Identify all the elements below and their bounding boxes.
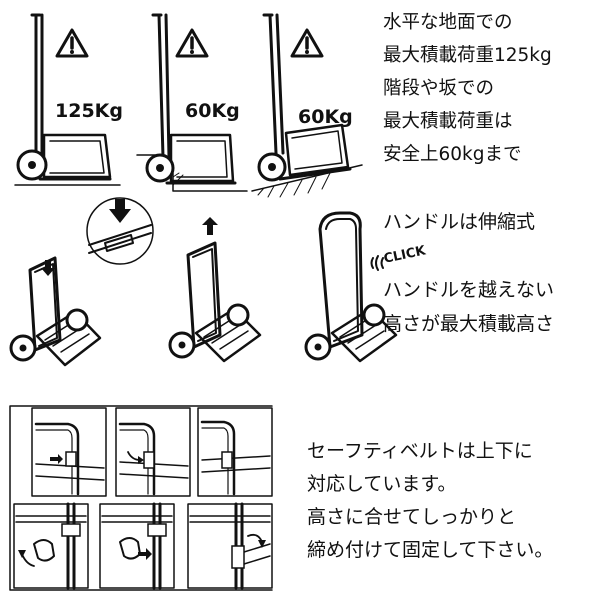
belt-step-2 — [115, 407, 191, 497]
load-label-slope: 60Kg — [298, 106, 353, 128]
handle-button-detail-figure — [75, 195, 165, 265]
cart-stairs-figure — [135, 5, 250, 195]
handle-text-line-1: ハンドルは伸縮式 — [383, 211, 536, 233]
belt-step-6 — [187, 502, 273, 590]
load-text-line-5: 安全上60kgまで — [383, 144, 522, 165]
belt-text-line-4: 締め付けて固定して下さい。 — [307, 539, 554, 561]
belt-text-line-2: 対応しています。 — [307, 473, 457, 495]
belt-step-5 — [99, 502, 175, 590]
warning-icon — [55, 28, 89, 58]
warning-icon — [175, 28, 209, 58]
cart-slope-figure — [250, 5, 365, 200]
load-text-line-2: 最大積載荷重125kg — [383, 45, 552, 66]
cart-handle-extended-figure — [300, 205, 400, 385]
handle-text-line-3: 高さが最大積載高さ — [383, 313, 555, 335]
cart-folded-figure — [5, 250, 105, 380]
belt-text-line-3: 高さに合せてしっかりと — [307, 506, 517, 528]
belt-step-1 — [31, 407, 107, 497]
belt-step-4 — [13, 502, 89, 590]
handle-text-line-2: ハンドルを越えない — [383, 279, 555, 301]
belt-step-3 — [197, 407, 273, 497]
cart-flat-ground-figure — [10, 5, 125, 190]
load-text-line-3: 階段や坂での — [383, 78, 495, 99]
belt-text-line-1: セーフティベルトは上下に — [307, 440, 533, 462]
load-text-line-1: 水平な地面での — [383, 12, 513, 33]
load-label-stairs: 60Kg — [185, 100, 240, 122]
load-label-flat: 125Kg — [55, 100, 123, 122]
safety-belt-steps-panel — [8, 404, 274, 592]
sound-wave-icon — [369, 255, 385, 271]
load-text-line-4: 最大積載荷重は — [383, 111, 513, 132]
cart-handle-extending-figure — [160, 215, 270, 385]
warning-icon — [290, 28, 324, 58]
